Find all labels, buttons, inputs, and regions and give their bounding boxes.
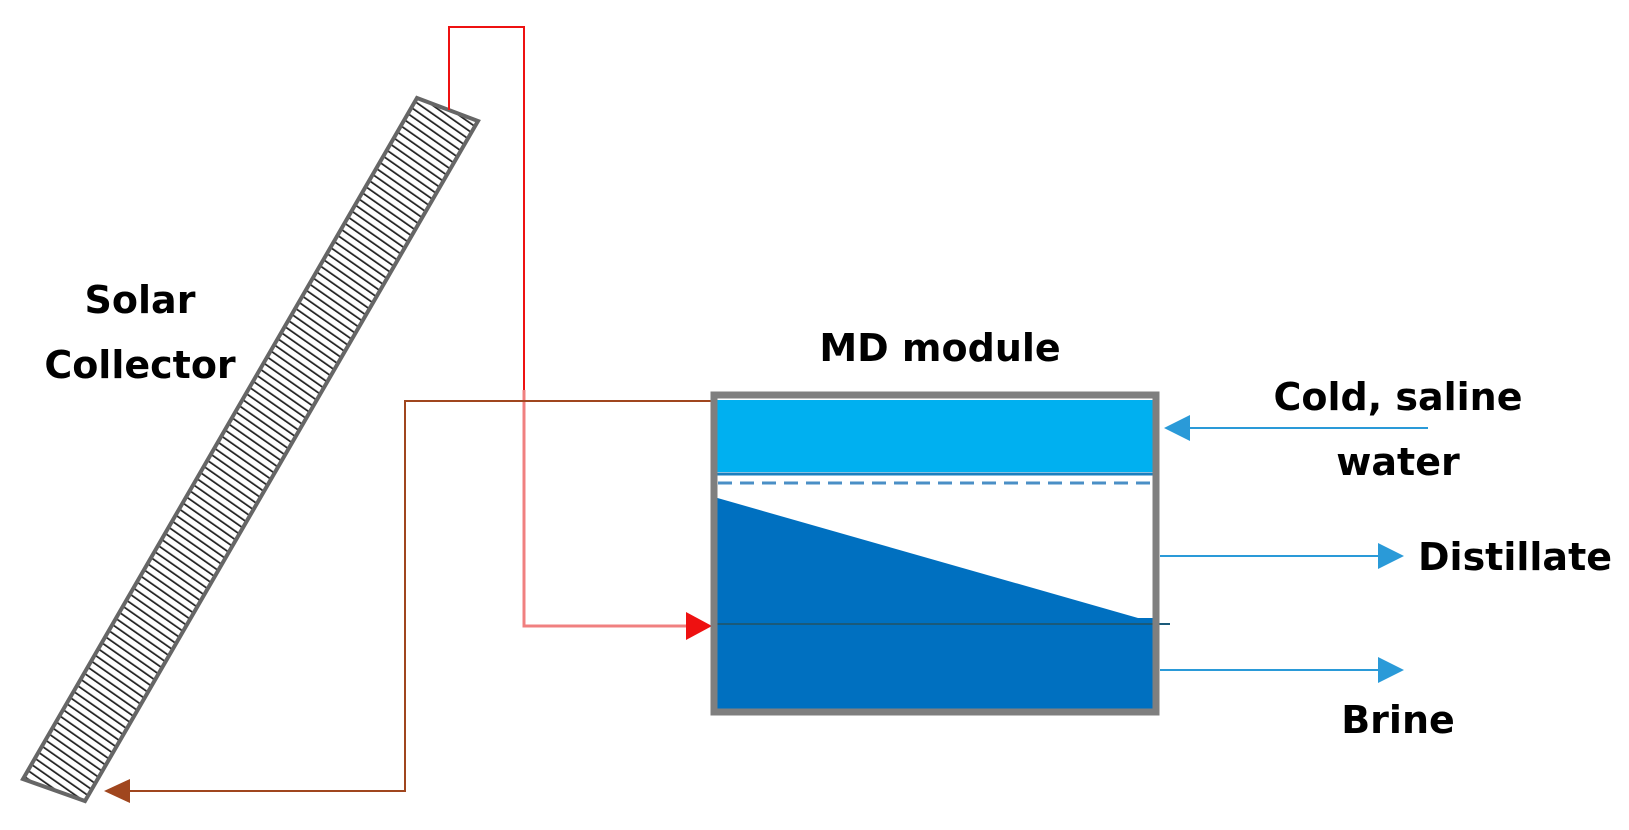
hot-feed-line-bottom — [522, 390, 686, 628]
hot-feed-arrowhead — [686, 612, 712, 640]
brine-channel — [714, 618, 1156, 709]
solar-collector-panel — [20, 95, 481, 804]
solar-collector-label-line2: Collector — [44, 343, 236, 387]
md-module-label: MD module — [819, 326, 1060, 370]
cold-saline-water-label-line2: water — [1336, 440, 1460, 484]
md-module — [710, 391, 1170, 716]
distillate-outlet-arrowhead — [1378, 543, 1404, 569]
brine-outlet-arrowhead — [1378, 657, 1404, 683]
cold-water-channel — [714, 400, 1156, 472]
distillate-label: Distillate — [1418, 535, 1612, 579]
cold-water-inlet-arrowhead — [1164, 415, 1190, 441]
return-line — [130, 400, 712, 792]
solar-collector-label-line1: Solar — [85, 278, 196, 322]
md-module-border — [710, 391, 1160, 716]
return-arrowhead — [104, 779, 130, 803]
distillate-wedge — [714, 497, 1138, 618]
cold-saline-water-label-line1: Cold, saline — [1273, 375, 1522, 419]
hot-feed-line-top — [448, 26, 525, 390]
brine-label: Brine — [1341, 698, 1455, 742]
